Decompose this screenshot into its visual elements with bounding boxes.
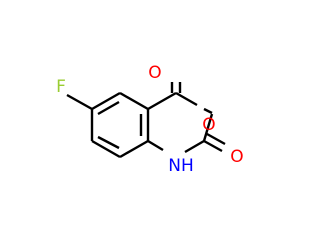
atom-nitrogen: NH	[168, 156, 194, 176]
atom-oxygen-carbonyl-right: O	[230, 147, 243, 167]
bond-c7-o1	[175, 91, 198, 107]
bond-o1-c8b	[202, 113, 214, 142]
atom-oxygen-ring: O	[202, 115, 215, 135]
bond-c8-o3-b	[206, 132, 226, 146]
bond-o1-c8	[203, 107, 213, 115]
bond-c1-c7	[147, 91, 177, 111]
bond-c5-c6	[119, 139, 149, 159]
atom-fluorine: F	[56, 77, 66, 97]
bond-n-c6	[147, 139, 164, 152]
bond-c8-o3-a	[203, 139, 223, 153]
bond-c8-n	[184, 139, 205, 154]
atom-oxygen-carbonyl-top: O	[148, 63, 161, 83]
bond-c2-c3-inner	[97, 100, 120, 116]
bond-c2-c3	[91, 91, 121, 111]
molecule-canvas: F O O O NH	[56, 63, 244, 176]
bond-c4-c5-inner	[97, 135, 120, 150]
bond-c4-c5	[91, 139, 121, 159]
bond-c3-f	[66, 93, 93, 111]
bond-c1-c2	[119, 91, 149, 111]
structure-diagram: F O O O NH	[56, 63, 244, 176]
